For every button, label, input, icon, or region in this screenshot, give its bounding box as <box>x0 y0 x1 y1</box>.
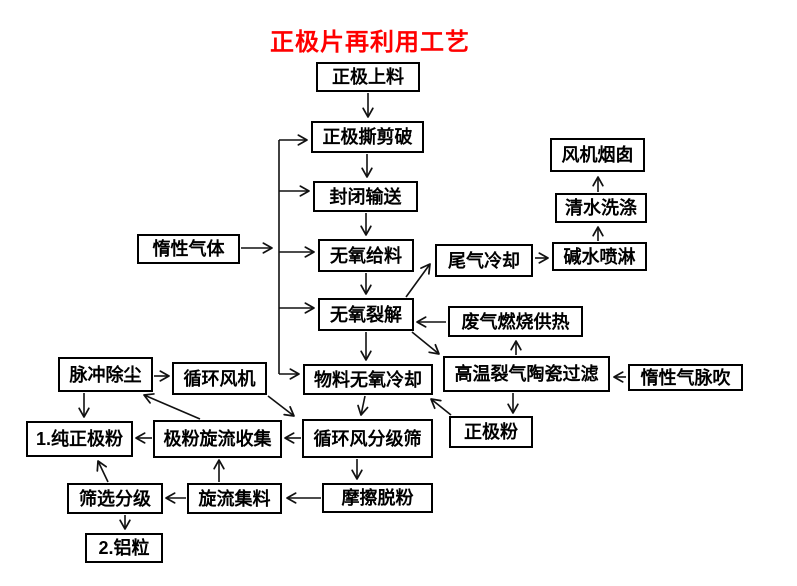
node-ceramic-filter: 高温裂气陶瓷过滤 <box>443 356 610 392</box>
node-oxygen-free-feeding: 无氧给料 <box>318 239 414 272</box>
node-alkali-spray: 碱水喷淋 <box>552 242 647 271</box>
node-water-washing: 清水洗涤 <box>555 193 647 223</box>
node-material-cooling: 物料无氧冷却 <box>303 364 433 395</box>
node-classifying-screen: 循环风分级筛 <box>302 419 433 458</box>
node-circulating-fan: 循环风机 <box>172 362 267 395</box>
node-cathode-powder: 正极粉 <box>449 416 533 448</box>
node-waste-gas-combustion: 废气燃烧供热 <box>448 306 583 337</box>
node-friction-stripping: 摩擦脱粉 <box>322 483 433 513</box>
node-cyclone-aggregation: 旋流集料 <box>187 483 282 514</box>
node-cathode-feeding: 正极上料 <box>316 62 420 92</box>
node-sealed-conveying: 封闭输送 <box>313 181 418 212</box>
node-pure-cathode-powder: 1.纯正极粉 <box>26 421 133 457</box>
node-fan-chimney: 风机烟囱 <box>550 138 645 172</box>
node-cyclone-collection: 极粉旋流收集 <box>153 420 282 458</box>
node-tail-gas-cooling: 尾气冷却 <box>435 244 533 277</box>
node-aluminum-granules: 2.铝粒 <box>85 533 163 563</box>
diagram-title: 正极片再利用工艺 <box>270 29 470 56</box>
node-oxygen-free-pyrolysis: 无氧裂解 <box>318 298 414 331</box>
node-inert-gas-pulse: 惰性气脉吹 <box>628 364 743 391</box>
node-cathode-shredding: 正极撕剪破 <box>311 121 424 153</box>
node-screening-grading: 筛选分级 <box>67 483 163 514</box>
node-pulse-dedusting: 脉冲除尘 <box>58 357 153 392</box>
node-inert-gas: 惰性气体 <box>137 234 240 264</box>
